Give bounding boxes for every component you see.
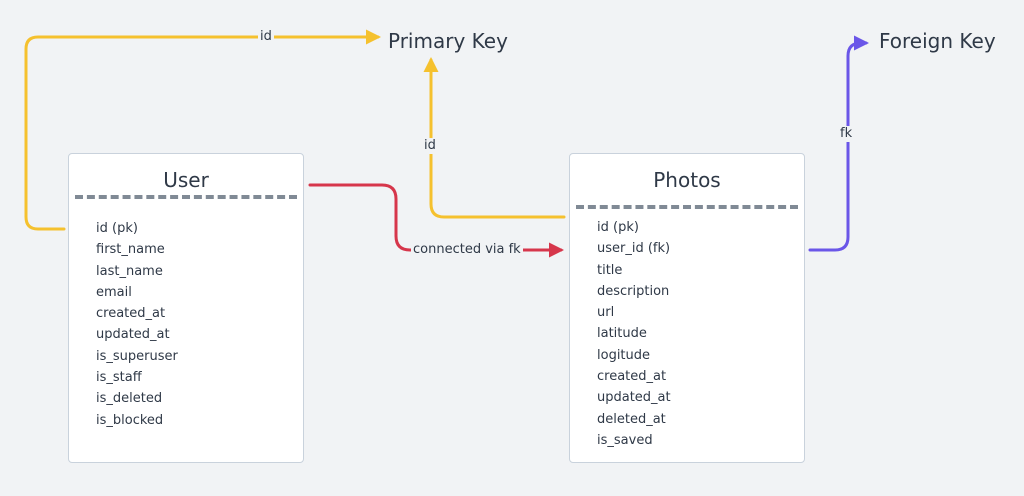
photos-field-list: id (pk) user_id (fk) title description u… (597, 217, 671, 451)
user-field: is_superuser (96, 348, 178, 364)
photos-id-to-primary-key-arrow (423, 57, 566, 219)
photos-field: title (597, 262, 623, 278)
user-table: User id (pk) first_name last_name email … (68, 153, 304, 463)
photos-field: logitude (597, 347, 651, 363)
user-field: id (pk) (96, 221, 138, 236)
photos-id-connector-label: id (422, 138, 438, 154)
primary-key-label: Primary Key (388, 29, 508, 53)
photos-field: latitude (597, 326, 647, 342)
user-field-list: id (pk) first_name last_name email creat… (96, 218, 178, 431)
photos-field: updated_at (597, 390, 671, 406)
photos-field: description (597, 283, 670, 299)
user-field: created_at (96, 306, 166, 322)
photos-field: user_id (fk) (597, 241, 671, 257)
user-id-to-primary-key-arrow (24, 29, 381, 231)
user-to-photos-relation-arrow (308, 183, 564, 258)
user-field: updated_at (96, 327, 170, 343)
photos-table: Photos id (pk) user_id (fk) title descri… (569, 153, 805, 463)
user-field: email (96, 284, 132, 300)
photos-field: url (597, 305, 615, 321)
photos-fk-to-foreign-key-arrow (808, 35, 869, 252)
foreign-key-label: Foreign Key (879, 29, 996, 53)
photos-field: id (pk) (597, 220, 639, 235)
user-field: is_deleted (96, 391, 163, 407)
photos-field: deleted_at (597, 411, 666, 427)
photos-field: is_saved (597, 432, 653, 448)
user-field: is_blocked (96, 412, 164, 428)
user-id-connector-label: id (258, 29, 274, 45)
user-field: last_name (96, 263, 163, 279)
fk-connector-label: fk (838, 126, 855, 142)
user-table-title: User (163, 168, 209, 192)
photos-table-title: Photos (653, 168, 721, 192)
user-field: first_name (96, 242, 165, 258)
photos-table-divider (576, 205, 798, 209)
user-table-divider (75, 195, 297, 199)
user-field: is_staff (96, 370, 142, 386)
photos-field: created_at (597, 369, 667, 385)
relation-connector-label: connected via fk (411, 242, 523, 258)
